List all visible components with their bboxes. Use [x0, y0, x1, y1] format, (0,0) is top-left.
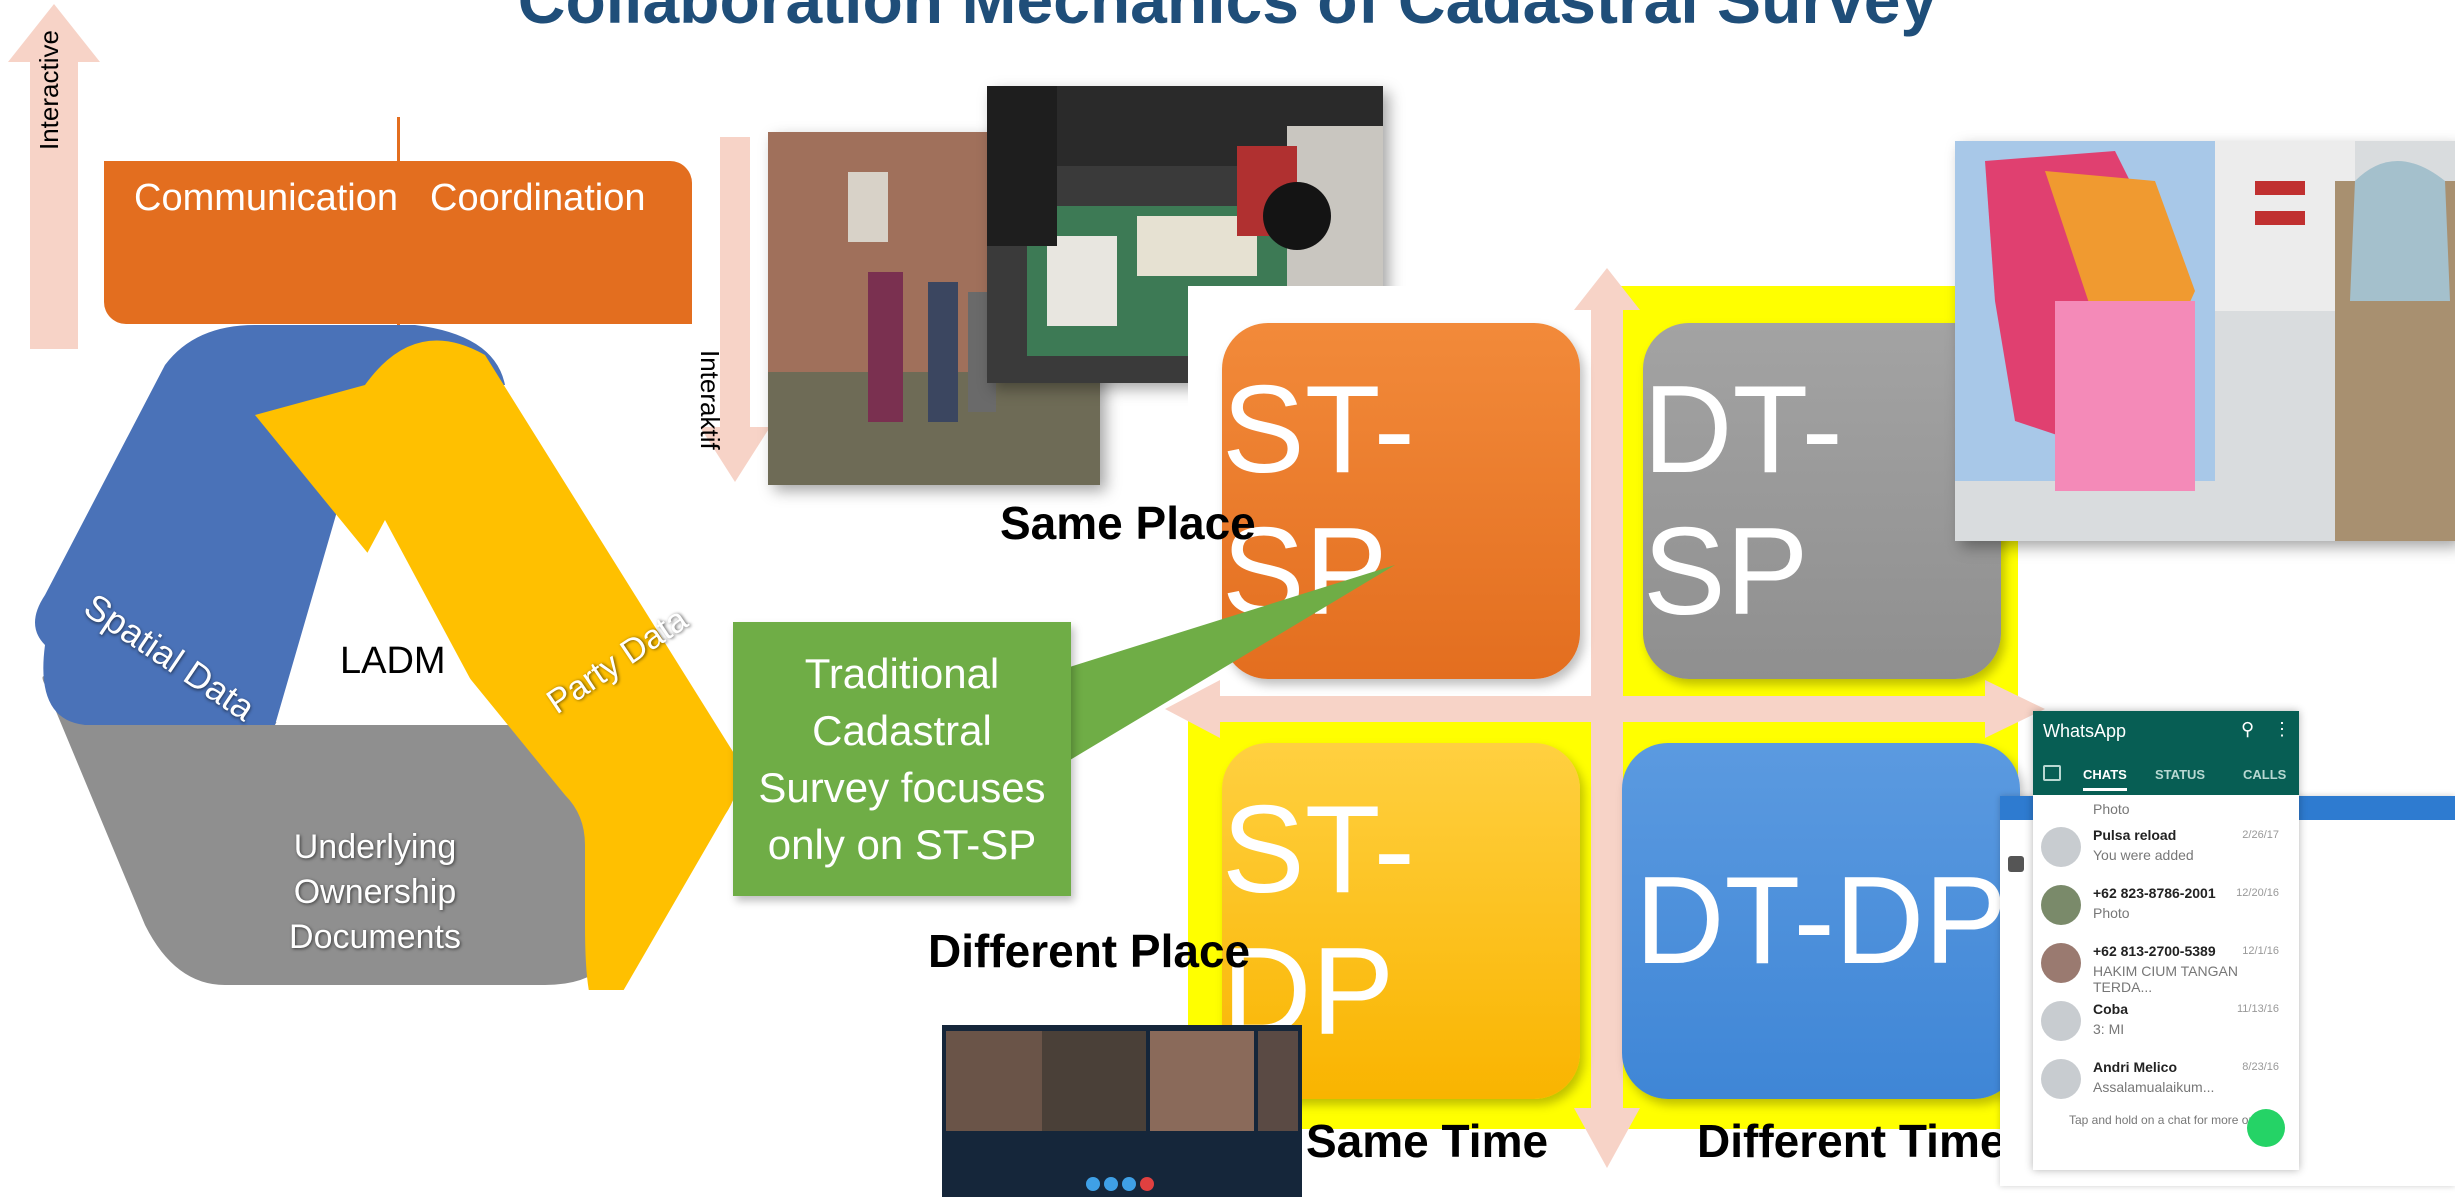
chat-row[interactable]: Coba 3: MI 11/13/16	[2033, 995, 2299, 1051]
underlying-documents-label: Underlying Ownership Documents	[289, 828, 461, 956]
chat-message: 3: MI	[2093, 1021, 2125, 1037]
chat-row[interactable]: +62 813-2700-5389 HAKIM CIUM TANGAN TERD…	[2033, 937, 2299, 995]
coordination-label: Coordination	[430, 177, 646, 219]
same-time-label: Same Time	[1306, 1115, 1549, 1167]
ladm-label: LADM	[340, 640, 446, 682]
chat-date: 2/26/17	[2242, 829, 2279, 841]
tab-status[interactable]: STATUS	[2155, 767, 2206, 782]
chat-message: You were added	[2093, 847, 2194, 863]
chat-date: 11/13/16	[2236, 1003, 2279, 1015]
chat-date: 12/1/16	[2242, 945, 2279, 957]
same-place-label: Same Place	[1000, 497, 1256, 549]
tab-calls[interactable]: CALLS	[2243, 767, 2287, 782]
avatar	[2041, 1059, 2081, 1099]
dt-dp-quadrant: DT-DP	[1622, 743, 2020, 1099]
search-icon[interactable]: ⚲	[2241, 719, 2255, 739]
different-place-label: Different Place	[928, 925, 1251, 977]
more-menu-icon[interactable]: ⋮	[2273, 719, 2291, 739]
chat-name: +62 813-2700-5389	[2093, 943, 2216, 959]
bar-divider	[397, 117, 400, 367]
dt-sp-quadrant: DT-SP	[1643, 323, 2001, 679]
chat-message: Photo	[2093, 905, 2130, 921]
chat-hint: Tap and hold on a chat for more options	[2069, 1113, 2281, 1127]
underlying-documents-band	[42, 676, 626, 985]
mic-button[interactable]	[1086, 1177, 1100, 1191]
traditional-survey-callout: Traditional Cadastral Survey focuses onl…	[733, 622, 1071, 896]
video-call-screenshot	[942, 1025, 1302, 1197]
video-tile	[1150, 1031, 1254, 1131]
avatar	[2041, 1001, 2081, 1041]
chat-row[interactable]: Photo	[2033, 781, 2299, 837]
lock-icon	[2008, 856, 2024, 872]
page-title: Collaboration Mechanics of Cadastral Sur…	[517, 0, 1938, 37]
different-time-label: Different Time	[1697, 1115, 2006, 1167]
video-tile	[1258, 1031, 1298, 1131]
interactive-arrow	[8, 4, 100, 349]
interaktif-label: Interaktif	[695, 350, 725, 450]
time-place-cross-arrows	[1165, 268, 2045, 1168]
whatsapp-window: WhatsApp ⚲ ⋮ CHATS STATUS CALLS Photo Pu…	[2033, 711, 2299, 1170]
map-board-photo	[1955, 141, 2455, 541]
chat-name: Pulsa reload	[2093, 827, 2177, 843]
spatial-data-band	[35, 325, 505, 725]
chat-row[interactable]: Andri Melico Assalamualaikum... 8/23/16	[2033, 1053, 2299, 1109]
avatar	[2041, 827, 2081, 867]
video-tile	[1042, 1031, 1146, 1131]
chat-date: 8/23/16	[2242, 1061, 2279, 1073]
interactive-label: Interactive	[34, 30, 64, 150]
chat-row[interactable]: Pulsa reload You were added 2/26/17	[2033, 821, 2299, 877]
party-data-band	[255, 340, 739, 990]
ladm-center	[275, 520, 495, 725]
interaktif-arrow	[700, 137, 770, 482]
tab-chats[interactable]: CHATS	[2083, 767, 2127, 791]
chat-name: Andri Melico	[2093, 1059, 2178, 1075]
chat-date: 12/20/16	[2236, 887, 2279, 899]
chat-button[interactable]	[1122, 1177, 1136, 1191]
new-chat-button[interactable]	[2247, 1109, 2285, 1147]
camera-icon[interactable]	[2043, 765, 2061, 781]
chat-message: Photo	[2093, 801, 2130, 817]
communication-label: Communication	[134, 177, 398, 219]
camera-button[interactable]	[1104, 1177, 1118, 1191]
chat-row[interactable]: +62 823-8786-2001 Photo 12/20/16	[2033, 879, 2299, 935]
ladm-triangle	[35, 325, 739, 990]
hangup-button[interactable]	[1140, 1177, 1154, 1191]
chat-name: +62 823-8786-2001	[2093, 885, 2216, 901]
callout-text: Traditional Cadastral Survey focuses onl…	[758, 650, 1046, 868]
chat-message: Assalamualaikum...	[2093, 1079, 2215, 1095]
whatsapp-title: WhatsApp	[2043, 721, 2127, 741]
video-tile	[946, 1031, 1042, 1131]
chat-message: HAKIM CIUM TANGAN TERDA...	[2093, 963, 2238, 995]
avatar	[2041, 885, 2081, 925]
callout-pointer	[1060, 565, 1395, 760]
chat-name: Coba	[2093, 1001, 2128, 1017]
avatar	[2041, 943, 2081, 983]
